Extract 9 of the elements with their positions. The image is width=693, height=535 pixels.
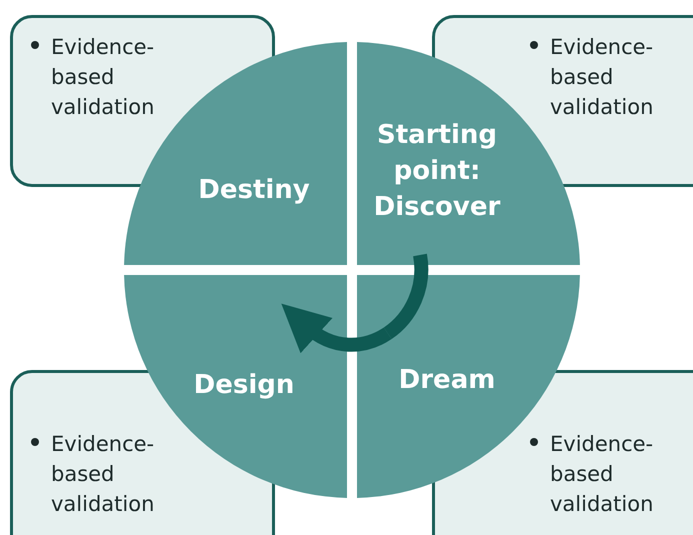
quadrant-label: Design [192,369,296,402]
quadrant-label: Starting point: Discover [372,119,502,224]
bullet-text: Evidence-based validation [550,34,654,121]
quadrant-label: Dream [398,364,496,397]
quadrant-label: Destiny [197,174,311,207]
curved-arrow [280,304,392,354]
bullet-text: Evidence-based validation [550,431,654,518]
bullet-text: Evidence-based validation [51,34,156,121]
bullet-text: Evidence-based validation [51,431,156,518]
